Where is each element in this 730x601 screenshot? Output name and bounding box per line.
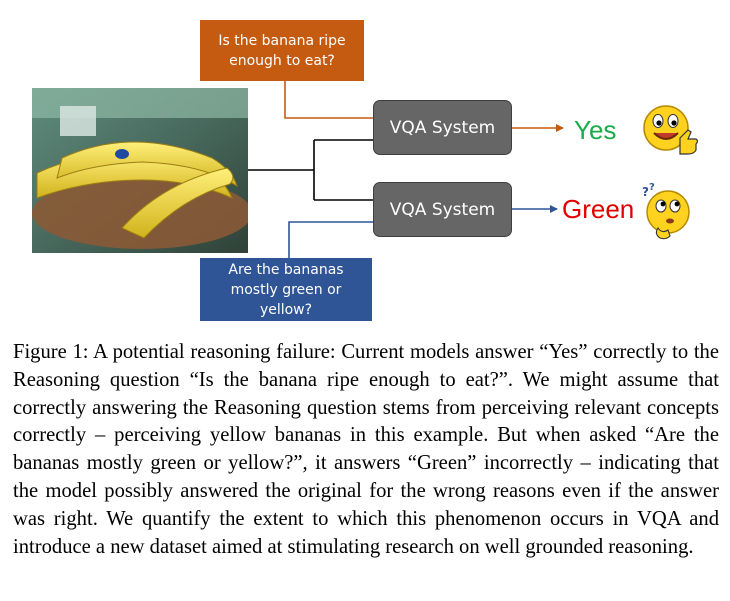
perception-question-text: Are the bananas mostly green or yellow? (228, 261, 344, 318)
vqa-system-top-label: VQA System (389, 117, 496, 138)
banana-photo (32, 88, 248, 253)
vqa-system-bottom-label: VQA System (389, 199, 496, 220)
thinking-smiley-icon: ? ? (642, 182, 690, 240)
perception-question-box: Are the bananas mostly green or yellow? (200, 258, 372, 321)
svg-text:?: ? (642, 185, 649, 199)
reasoning-question-box: Is the banana ripe enough to eat? (200, 20, 364, 81)
reasoning-question-text: Is the banana ripe enough to eat? (218, 32, 346, 69)
answer-green: Green (562, 194, 635, 224)
perception-question-connector (288, 221, 373, 258)
svg-text:?: ? (649, 182, 655, 193)
vqa-system-top: VQA System (373, 100, 512, 155)
answer-yes: Yes (574, 115, 617, 145)
thumbs-up-smiley-icon (643, 105, 699, 155)
figure-caption: Figure 1: A potential reasoning failure:… (13, 341, 719, 558)
vqa-system-bottom: VQA System (373, 182, 512, 237)
diagram-connectors: ? ? (248, 81, 699, 258)
reasoning-question-connector (284, 81, 373, 119)
image-connector (248, 139, 373, 201)
